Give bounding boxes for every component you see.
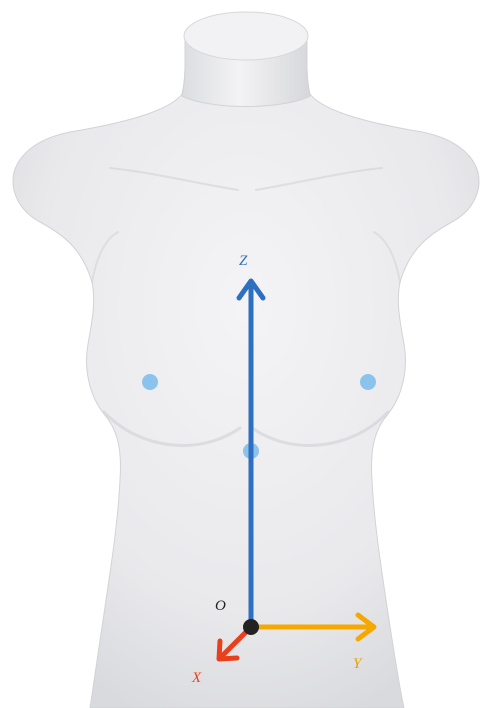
mannequin-neck xyxy=(182,12,310,107)
right-bust-point xyxy=(360,374,376,390)
neck-top xyxy=(184,12,308,60)
x-axis-label: X xyxy=(191,670,202,686)
left-bust-point xyxy=(142,374,158,390)
torso-body xyxy=(13,38,479,708)
origin-point xyxy=(243,619,259,635)
origin-label: O xyxy=(215,598,226,614)
mannequin-torso xyxy=(13,38,479,708)
z-axis-label: Z xyxy=(239,253,248,269)
